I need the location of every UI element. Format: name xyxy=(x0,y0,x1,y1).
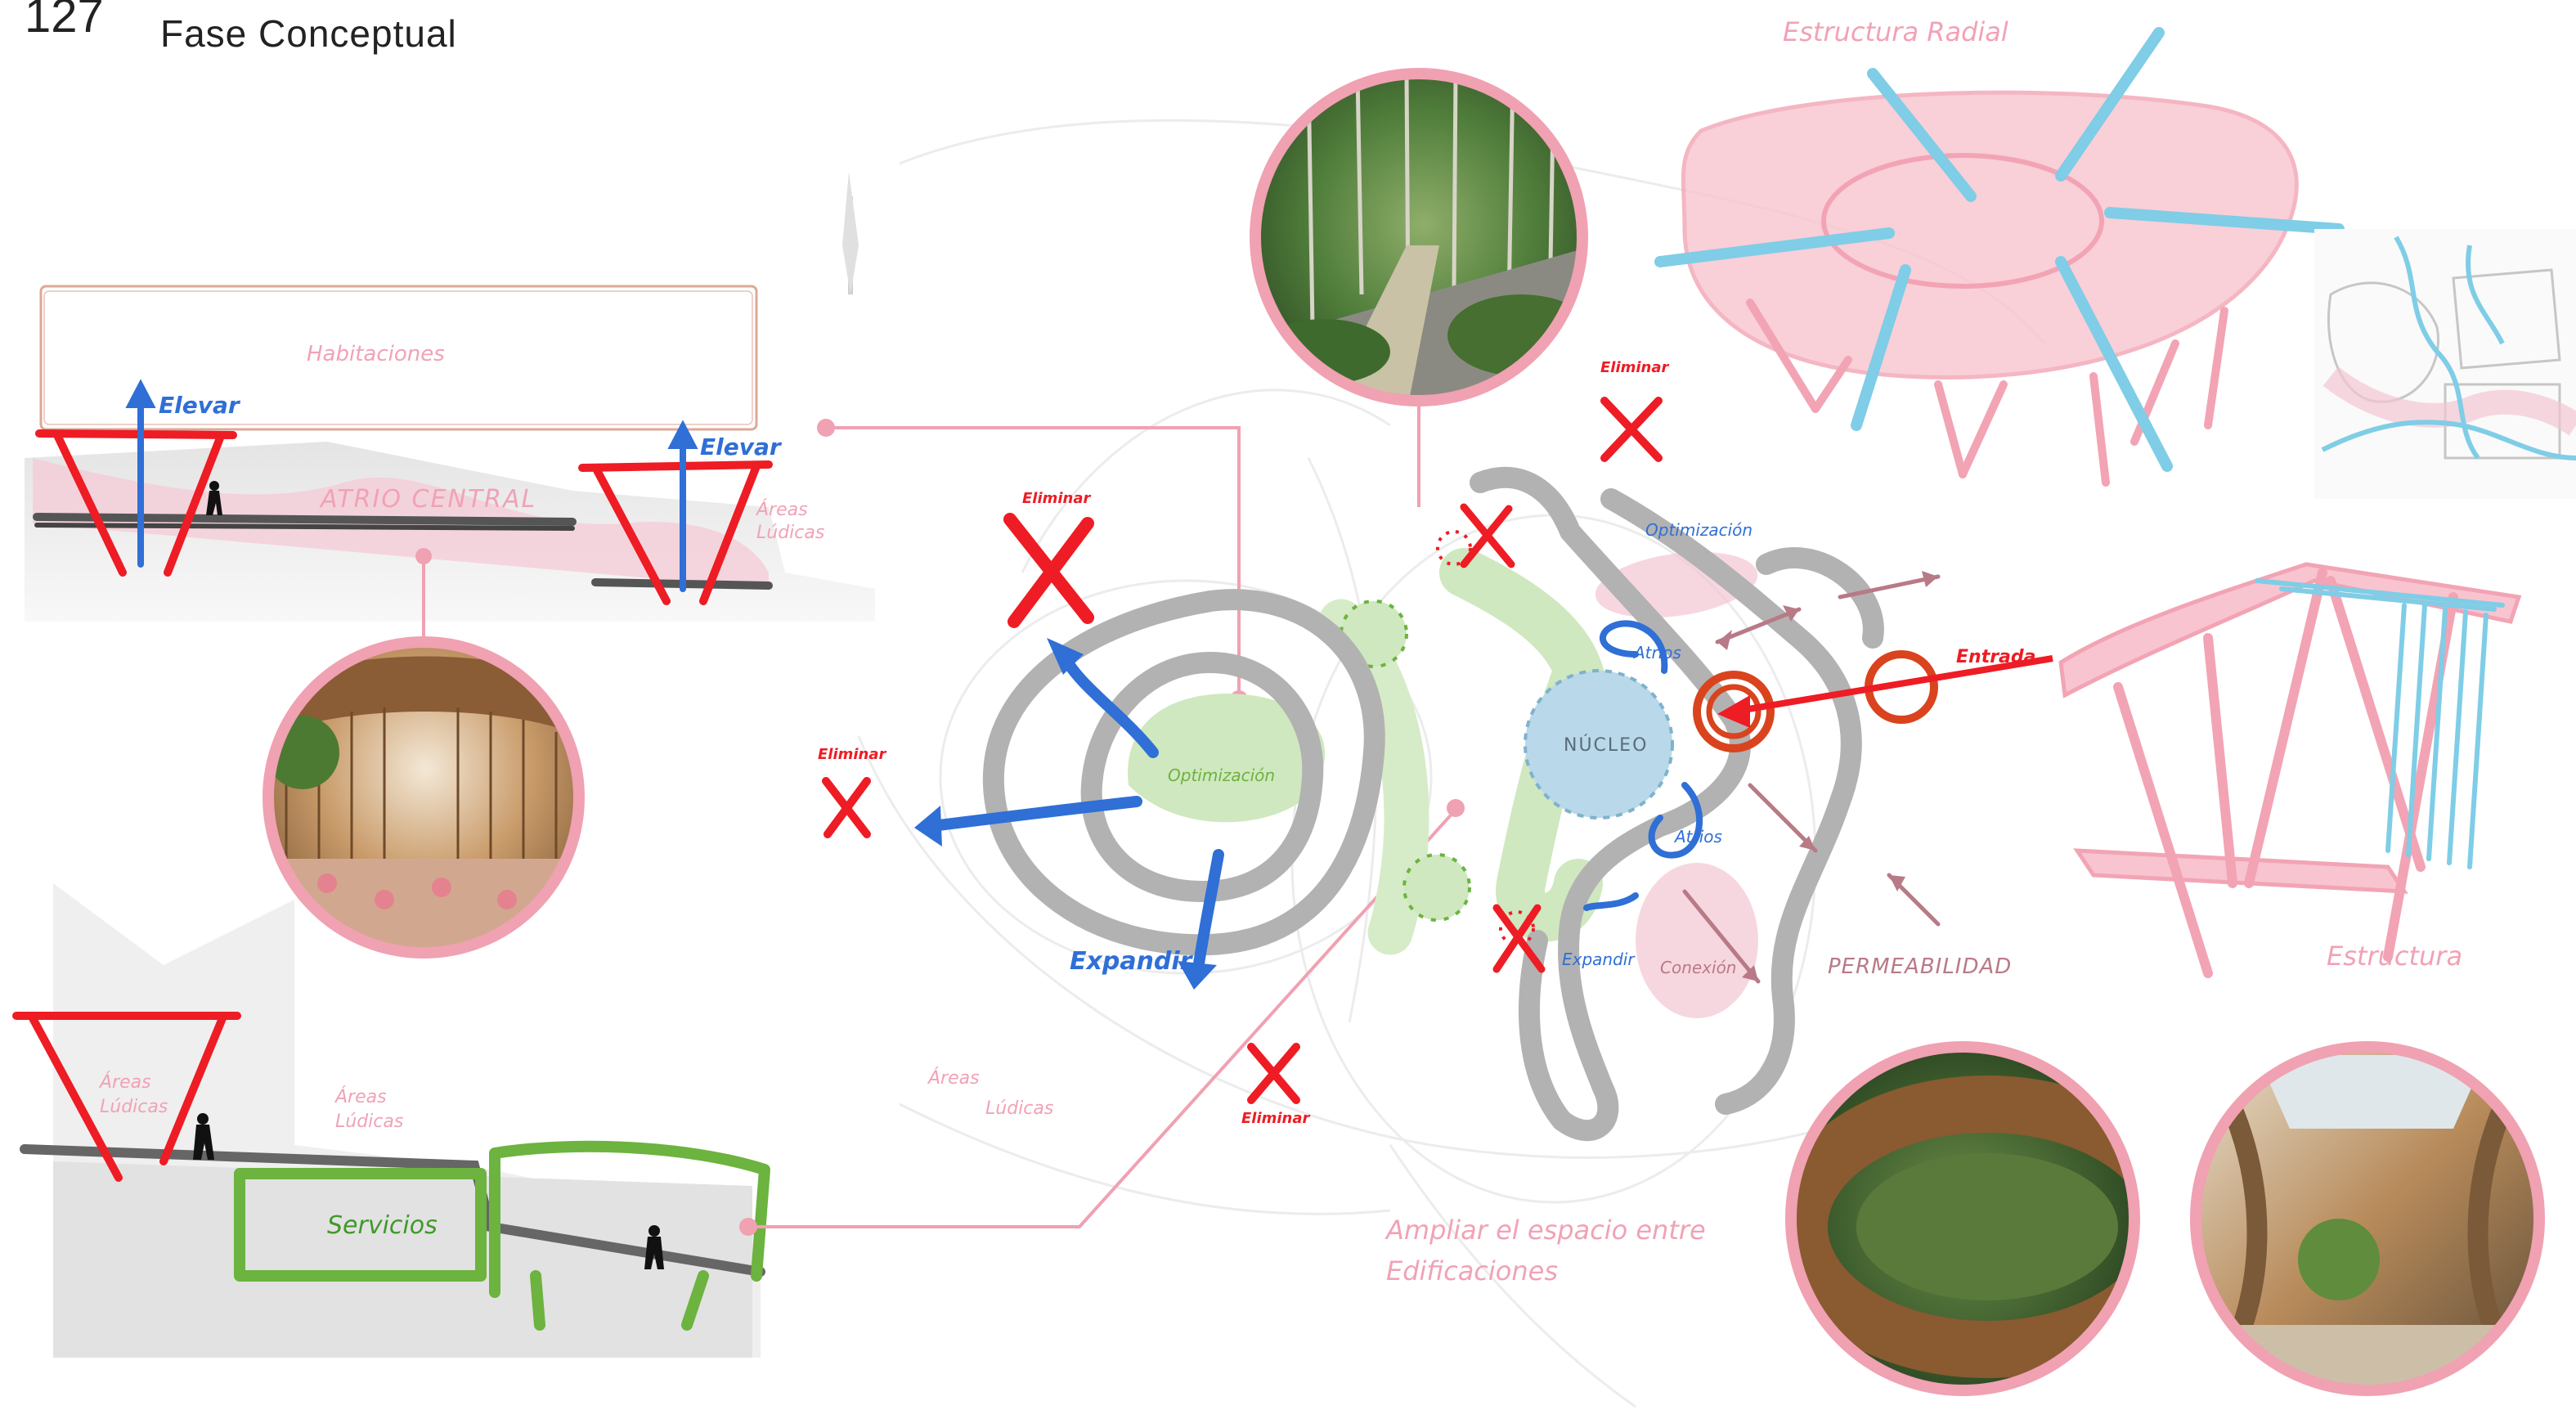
atrium-interior-photo-icon xyxy=(262,638,589,965)
optimizacion-label-right: Optimización xyxy=(1645,520,1752,540)
permeabilidad-label: PERMEABILIDAD xyxy=(1828,954,2012,979)
nucleo-label: NÚCLEO xyxy=(1564,734,1648,756)
atrios-label-1: Atrios xyxy=(1632,643,1681,662)
base-map-north-arrow-icon xyxy=(842,172,859,294)
curved-facade-interior-photo-icon xyxy=(2192,1043,2543,1399)
expandir-label-small: Expandir xyxy=(1562,950,1636,969)
areas-label-plan: Áreas xyxy=(927,1067,980,1089)
atrio-central-label: ATRIO CENTRAL xyxy=(319,485,536,514)
atrios-label-2: Atrios xyxy=(1673,827,1722,846)
aerial-ring-building-photo-icon xyxy=(1787,1043,2175,1394)
servicios-label: Servicios xyxy=(327,1211,438,1240)
eliminar-label-2: Eliminar xyxy=(818,746,887,763)
eliminar-x-icon xyxy=(1604,401,1658,458)
mini-site-map xyxy=(2314,229,2576,499)
ludicas-label-plan: Lúdicas xyxy=(985,1098,1053,1119)
elevar-label-right: Elevar xyxy=(700,433,783,460)
estructura-label: Estructura xyxy=(2327,941,2462,972)
entrance-circles xyxy=(1697,654,2053,748)
expandir-label-main: Expandir xyxy=(1070,947,1194,976)
eliminar-label-4: Eliminar xyxy=(1600,359,1670,376)
conexion-label: Conexión xyxy=(1660,958,1737,977)
eliminar-x-icon xyxy=(1251,1047,1296,1100)
radial-title: Estructura Radial xyxy=(1783,16,2008,47)
section-top: Habitaciones ATRIO CENTRAL Elevar Elevar… xyxy=(25,286,875,642)
canopy-structure-diagram: Estructura xyxy=(2061,564,2519,973)
entrada-label: Entrada xyxy=(1956,647,2036,667)
eliminar-label-1: Eliminar xyxy=(1022,490,1092,507)
habitaciones-label: Habitaciones xyxy=(307,342,445,366)
forest-path-photo-icon xyxy=(1251,70,1595,413)
eliminar-x-icon xyxy=(1010,519,1088,622)
radial-structure-diagram: Estructura Radial xyxy=(1660,16,2339,483)
elevar-label-left: Elevar xyxy=(159,392,241,419)
eliminar-label-3: Eliminar xyxy=(1241,1110,1311,1127)
eliminar-x-icon xyxy=(826,781,867,834)
optimizacion-label-main: Optimización xyxy=(1168,766,1275,785)
